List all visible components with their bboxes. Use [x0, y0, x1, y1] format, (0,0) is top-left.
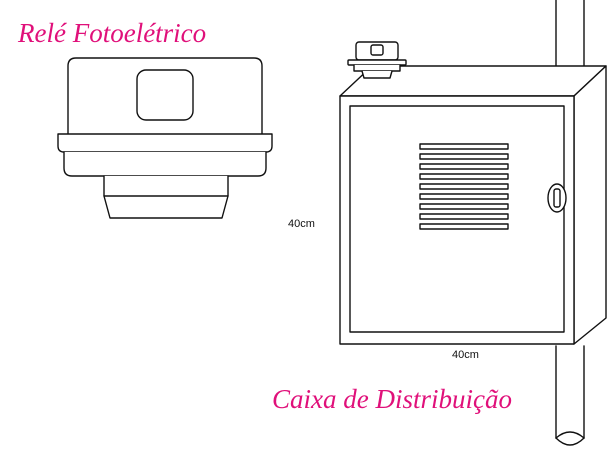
height-dimension-label: 40cm	[288, 218, 315, 230]
photoelectric-relay-drawing	[57, 57, 273, 219]
relay-flange	[57, 133, 273, 153]
box-right-face	[573, 65, 607, 345]
width-dimension-label: 40cm	[452, 349, 479, 361]
pole-lower	[555, 345, 585, 446]
distribution-box-title: Caixa de Distribuição	[272, 384, 512, 414]
box-door-lock	[547, 183, 567, 213]
relay-sensor-window	[136, 69, 194, 121]
box-ventilation-louvers	[419, 143, 509, 230]
distribution-box-drawing	[339, 41, 607, 345]
relay-title: Relé Fotoelétrico	[18, 18, 207, 48]
mounted-relay-small	[347, 41, 407, 79]
relay-base	[103, 175, 229, 219]
